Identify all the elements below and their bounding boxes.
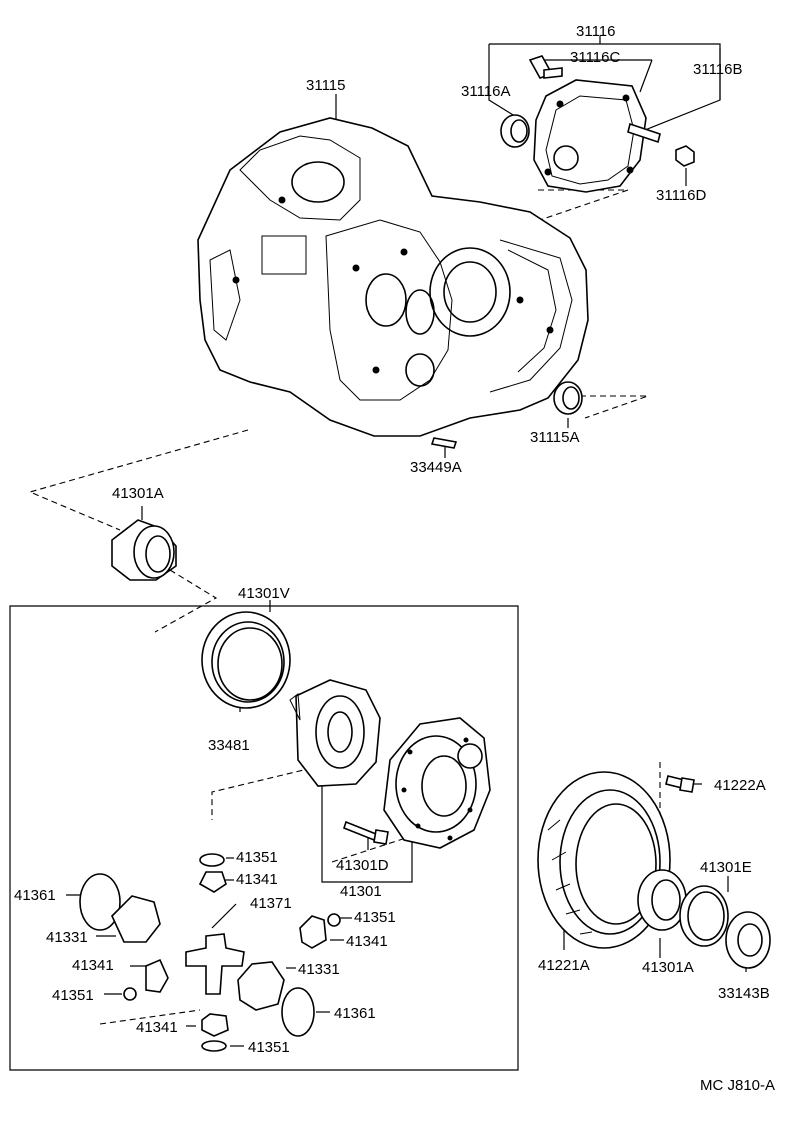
bearing-41301A-bottom (637, 869, 687, 931)
label-41361-b: 41361 (334, 1005, 376, 1022)
bearing-41301A-top (111, 519, 177, 581)
label-41331-b: 41331 (298, 961, 340, 978)
label-41371: 41371 (250, 895, 292, 912)
label-31116A: 31116A (461, 83, 511, 100)
label-41331-a: 41331 (46, 929, 88, 946)
label-41341-d: 41341 (136, 1019, 178, 1036)
case-bolt (343, 820, 389, 845)
label-41351-b: 41351 (354, 909, 396, 926)
stud-bolt (627, 122, 661, 144)
differential-case (383, 717, 491, 849)
case-cover (533, 79, 647, 193)
bearing-cup (201, 611, 291, 709)
ring-gear (537, 771, 671, 949)
oil-seal-31115A (553, 381, 583, 415)
label-33143B: 33143B (718, 985, 770, 1002)
label-41341-c: 41341 (72, 957, 114, 974)
transaxle-case (197, 117, 589, 437)
label-41222A: 41222A (714, 777, 766, 794)
label-41301: 41301 (340, 883, 382, 900)
nut (675, 145, 695, 167)
label-41221A: 41221A (538, 957, 590, 974)
ring-gear-bolt (665, 775, 695, 793)
label-33449A: 33449A (410, 459, 462, 476)
diagram-code: MC J810-A (700, 1077, 775, 1094)
label-31116C: 31116C (570, 49, 620, 66)
dowel-pin (430, 437, 458, 449)
differential-cone (289, 679, 381, 787)
label-31116D: 31116D (656, 187, 706, 204)
label-41301A-top: 41301A (112, 485, 164, 502)
cover-bolt (528, 55, 563, 79)
label-41301A-bottom: 41301A (642, 959, 694, 976)
label-33481: 33481 (208, 737, 250, 754)
label-41351-d: 41351 (248, 1039, 290, 1056)
label-41341-a: 41341 (236, 871, 278, 888)
small-parts (79, 853, 341, 1052)
shim (725, 911, 771, 969)
label-41301V: 41301V (238, 585, 290, 602)
oil-seal-31116A (500, 114, 530, 148)
label-41301E: 41301E (700, 859, 752, 876)
part-labels: 31116 31116C 31116B 31116A 31115 31116D … (14, 23, 775, 1094)
label-41301D: 41301D (336, 857, 389, 874)
label-41361-a: 41361 (14, 887, 56, 904)
bearing-cup-41301E (679, 885, 729, 947)
label-31115A: 31115A (530, 429, 580, 446)
label-41351-c: 41351 (52, 987, 94, 1004)
label-31116B: 31116B (693, 61, 743, 78)
label-31116: 31116 (576, 23, 616, 40)
label-31115: 31115 (306, 77, 346, 94)
label-41351-a: 41351 (236, 849, 278, 866)
label-41341-b: 41341 (346, 933, 388, 950)
